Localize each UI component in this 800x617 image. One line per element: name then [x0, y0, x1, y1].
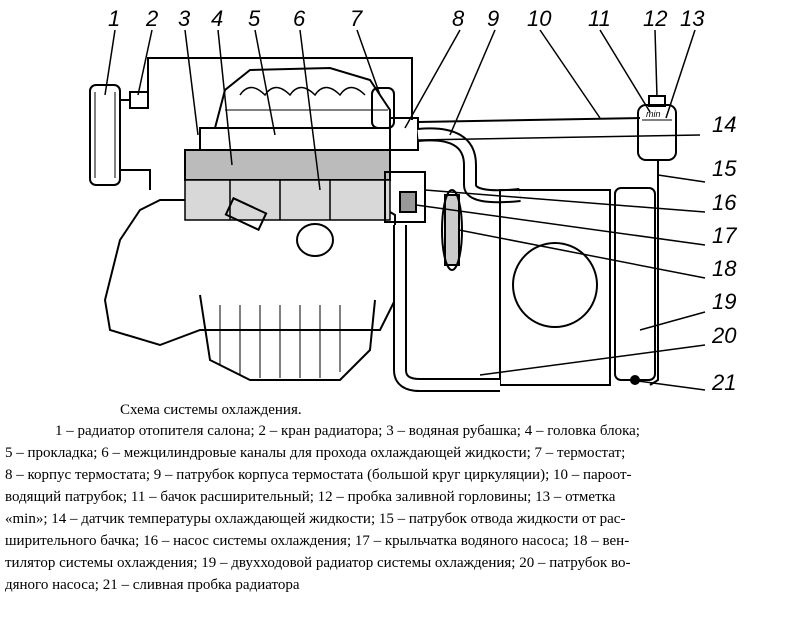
callout-15: 15	[712, 156, 737, 181]
cooling-fan	[444, 194, 460, 266]
pump-impeller	[399, 191, 417, 213]
caption-line-7: тилятор системы охлаждения; 19 – двухход…	[5, 555, 631, 571]
callout-2: 2	[145, 6, 158, 31]
callout-9: 9	[487, 6, 499, 31]
radiator-drain-plug	[630, 375, 640, 385]
callout-18: 18	[712, 256, 737, 281]
callout-11: 11	[588, 6, 611, 31]
callout-19: 19	[712, 289, 736, 314]
caption-line-6: ширительного бачка; 16 – насос системы о…	[5, 533, 630, 549]
heater-hose	[120, 57, 413, 120]
callout-21: 21	[711, 370, 736, 395]
figure-caption: Схема системы охлаждения. 1 – радиатор о…	[0, 402, 800, 616]
callout-5: 5	[248, 6, 261, 31]
callout-3: 3	[178, 6, 191, 31]
engine-block	[103, 199, 396, 347]
intake-manifold	[214, 66, 391, 129]
callout-20: 20	[711, 323, 737, 348]
oil-pan	[199, 294, 376, 381]
cooling-system-diagram: min 1 2 3 4 5 6 7 8 9 10 11 12 13 14 15 …	[89, 6, 737, 395]
callout-4: 4	[211, 6, 223, 31]
min-mark-label: min	[646, 109, 661, 119]
heater-return-hose	[120, 169, 151, 190]
callout-12: 12	[643, 6, 667, 31]
caption-line-3: 8 – корпус термостата; 9 – патрубок корп…	[5, 467, 632, 483]
caption-title: Схема системы охлаждения.	[120, 402, 302, 418]
heater-radiator	[89, 84, 121, 186]
caption-line-8: дяного насоса; 21 – сливная пробка радиа…	[5, 577, 300, 593]
callout-16: 16	[712, 190, 737, 215]
oil-filter	[296, 223, 334, 257]
caption-line-2: 5 – прокладка; 6 – межцилиндровые каналы…	[5, 445, 626, 461]
callout-7: 7	[350, 6, 363, 31]
water-pump	[384, 171, 426, 223]
callout-14: 14	[712, 112, 736, 137]
callout-13: 13	[680, 6, 705, 31]
caption-line-4: водящий патрубок; 11 – бачок расширитель…	[5, 489, 616, 505]
main-radiator	[614, 187, 656, 381]
callout-10: 10	[527, 6, 552, 31]
callout-6: 6	[293, 6, 306, 31]
steam-vent-hose	[417, 117, 641, 123]
callout-8: 8	[452, 6, 465, 31]
callout-1: 1	[108, 6, 120, 31]
water-jacket	[184, 149, 391, 181]
caption-line-1: 1 – радиатор отопителя салона; 2 – кран …	[55, 423, 640, 439]
callout-17: 17	[712, 223, 737, 248]
caption-line-5: «min»; 14 – датчик температуры охлаждающ…	[5, 511, 626, 527]
thermostat	[371, 87, 395, 129]
heater-valve	[129, 91, 149, 109]
fan-shroud	[499, 189, 611, 386]
